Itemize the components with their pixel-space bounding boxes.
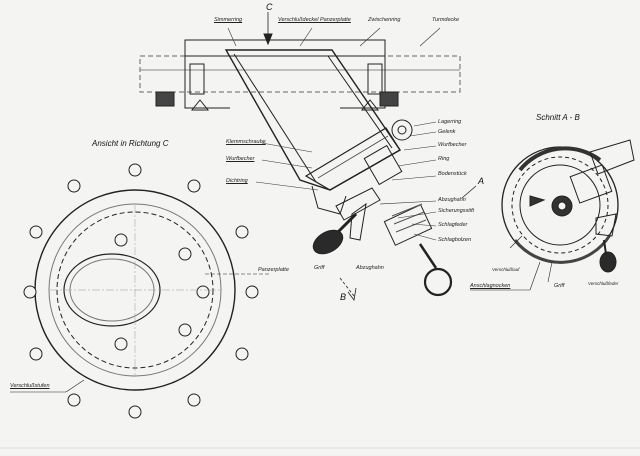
label-panzerplatte: Panzerplatte bbox=[258, 267, 289, 273]
label-ring: Ring bbox=[438, 156, 450, 162]
section-ab-title: Schnitt A - B bbox=[536, 113, 580, 122]
label-bodenstueck: Bodenstück bbox=[438, 171, 467, 177]
label-wurfbecher-left: Wurfbecher bbox=[226, 156, 255, 162]
label-klemmschraube: Klemmschraube bbox=[226, 139, 266, 145]
section-a-b bbox=[470, 139, 635, 291]
turret-roof-assembly bbox=[139, 12, 461, 111]
label-wurfbecher-right: Wurfbecher bbox=[438, 142, 467, 148]
label-lagerring: Lagerring bbox=[438, 119, 462, 125]
label-dichtring: Dichtring bbox=[226, 178, 248, 184]
label-sicherungsstift: Sicherungsstift bbox=[438, 208, 475, 214]
label-schlagbolzen: Schlagbolzen bbox=[438, 237, 472, 243]
section-marker-b: B bbox=[340, 292, 347, 302]
label-turmdecke: Turmdecke bbox=[432, 17, 460, 23]
launcher-tube bbox=[224, 49, 477, 301]
section-marker-a: A bbox=[478, 176, 485, 186]
label-abzughahn-bottom: Abzughahn bbox=[356, 265, 384, 271]
label-griff: Griff bbox=[314, 265, 325, 271]
label-simmerring: Simmerring bbox=[214, 17, 243, 23]
label-abzughahn-right: Abzughahn bbox=[438, 197, 466, 203]
label-griff-right: Griff bbox=[554, 283, 565, 289]
view-c-title: Ansicht in Richtung C bbox=[92, 139, 169, 148]
label-verschlussstufen: Verschlußstufen bbox=[10, 383, 50, 389]
label-verschlussfeder: Verschlußfeder bbox=[588, 281, 619, 286]
label-anschlagnocken: Anschlagnocken bbox=[470, 283, 511, 289]
leader-lines bbox=[227, 27, 441, 241]
label-gelenk: Gelenk bbox=[438, 129, 456, 135]
label-verschluss-panzerplatte: Verschlußdeckel Panzerplatte bbox=[278, 17, 351, 23]
label-schlagfeder: Schlagfeder bbox=[438, 222, 468, 228]
label-zwischenring: Zwischenring bbox=[368, 17, 401, 23]
view-marker-c: C bbox=[266, 2, 273, 12]
view-c-flange bbox=[10, 163, 270, 419]
label-verschlusslauf: Verschlußlauf bbox=[492, 267, 520, 272]
